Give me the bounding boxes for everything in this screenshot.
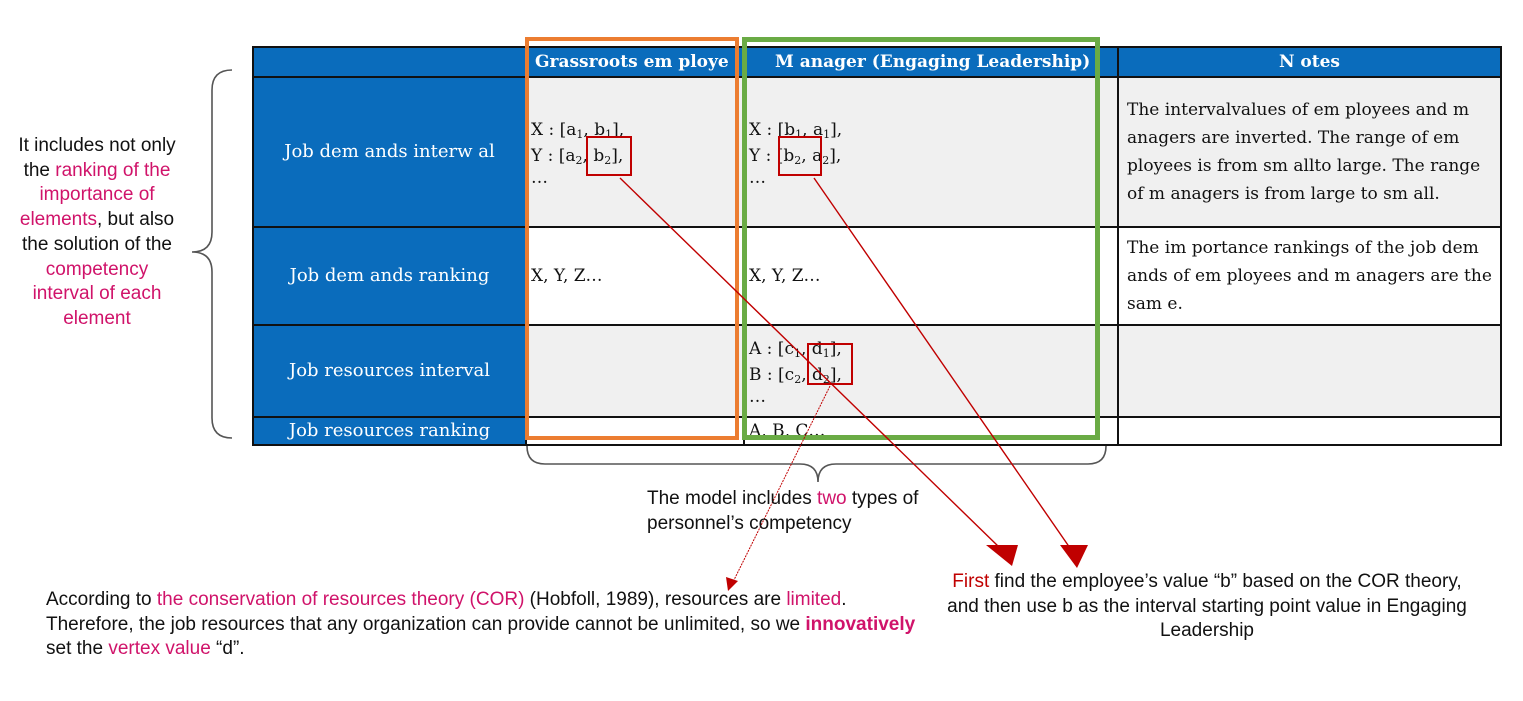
left-brace [191,69,233,439]
header-grassroots: Grassroots em ploye [525,46,745,78]
cor-theory-annotation: According to the conservation of resourc… [46,589,916,660]
notes-job-resources-interval [1117,324,1502,418]
row-label-job-demands-ranking: Job dem ands ranking [252,226,527,326]
bottom-brace [526,445,1107,483]
arrow-d2-cor [731,385,831,585]
cell-manager-job-demands-ranking: X, Y, Z… [743,226,1119,326]
notes-job-demands-interval: The intervalvalues of em ployees and m a… [1117,76,1502,228]
arrowhead-grassroots-b2 [986,545,1018,566]
table-row: Job dem ands ranking X, Y, Z… X, Y, Z… T… [252,226,1502,326]
cell-grassroots-job-resources-interval [525,324,745,418]
header-manager: M anager (Engaging Leadership) [743,46,1119,78]
table-row: Job resources interval A : [c1, d1], B :… [252,324,1502,418]
ellipsis: … [749,387,766,407]
header-empty [252,46,527,78]
ellipsis: … [749,168,766,188]
left-annotation: It includes not only the ranking of the … [18,135,176,329]
arrow-manager-b2 [813,177,1071,549]
notes-job-demands-ranking: The im portance rankings of the job dem … [1117,226,1502,326]
row-label-job-resources-ranking: Job resources ranking [252,416,527,446]
arrowhead-d2-cor [726,577,738,591]
interval-line: X : [b1, a1], [749,120,843,141]
header-notes: N otes [1117,46,1502,78]
cell-grassroots-job-demands-ranking: X, Y, Z… [525,226,745,326]
model-annotation: The model includes two types of personne… [647,488,919,534]
interval-line: Y : [b2, a2], [749,146,842,167]
arrow-grassroots-b2 [619,177,1001,549]
competency-table: Grassroots em ploye M anager (Engaging L… [252,46,1502,446]
cell-manager-job-resources-interval: A : [c1, d1], B : [c2, d2], … [743,324,1119,418]
notes-job-resources-ranking [1117,416,1502,446]
cell-manager-job-demands-interval: X : [b1, a1], Y : [b2, a2], … [743,76,1119,228]
ellipsis: … [531,168,548,188]
row-label-job-resources-interval: Job resources interval [252,324,527,418]
interval-line: X : [a1, b1], [531,120,625,141]
arrowhead-manager-b2 [1060,545,1088,568]
interval-line: Y : [a2, b2], [531,146,624,167]
first-find-annotation: First find the employee’s value “b” base… [947,571,1467,642]
table-row: Job dem ands interw al X : [a1, b1], Y :… [252,76,1502,228]
header-row: Grassroots em ploye M anager (Engaging L… [252,46,1502,78]
